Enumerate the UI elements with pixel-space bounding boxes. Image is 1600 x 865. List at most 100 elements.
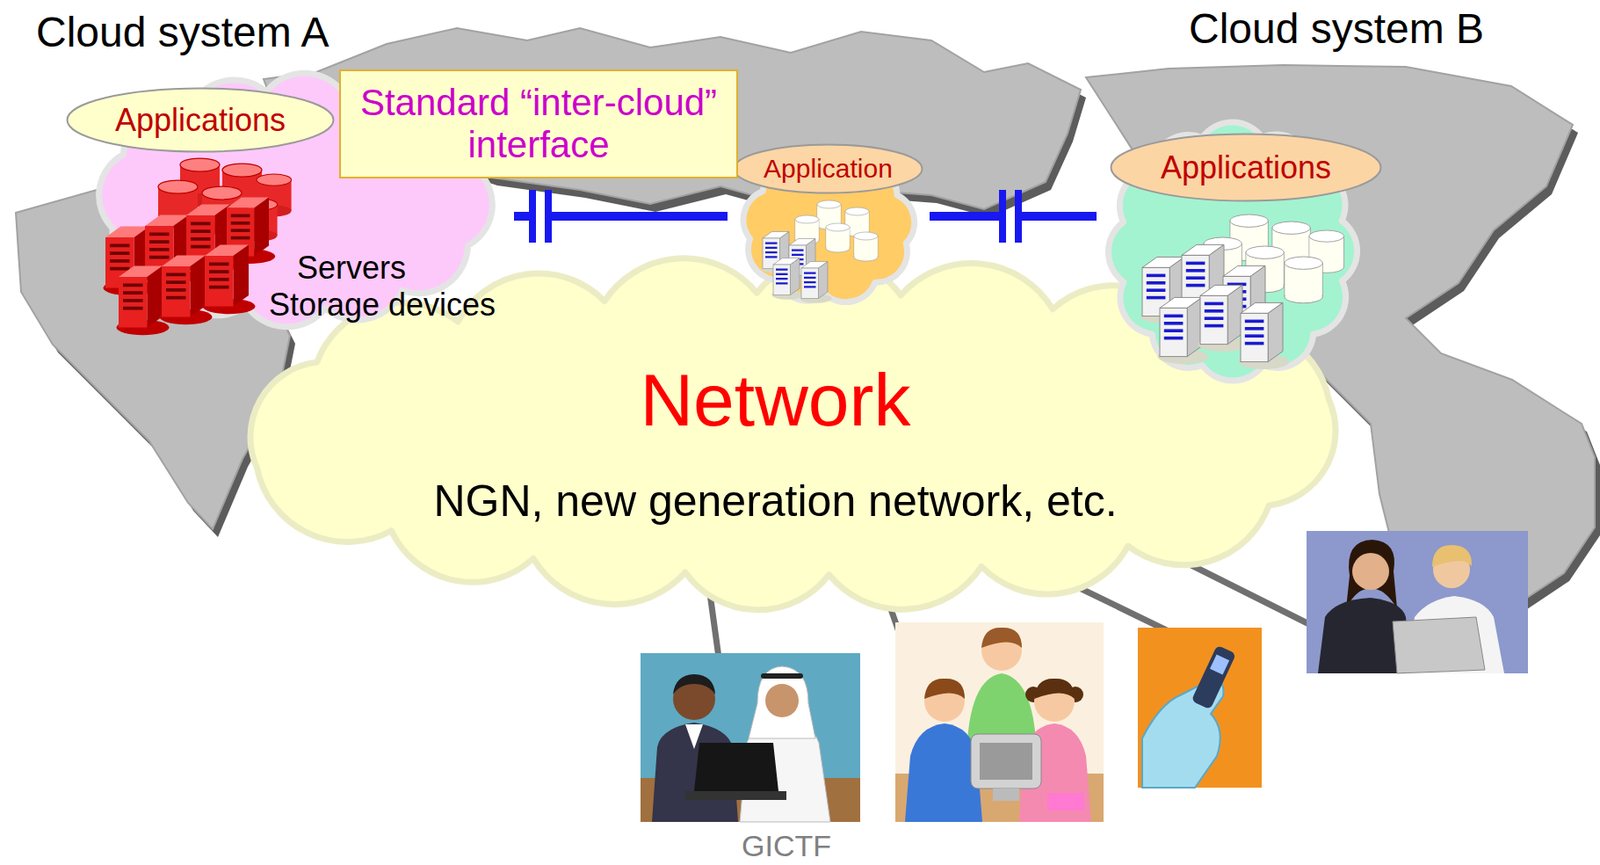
connector-group bbox=[929, 189, 1097, 243]
couple-photo-part bbox=[1352, 552, 1390, 590]
application-label: Applications bbox=[1160, 149, 1332, 186]
children-photo-part bbox=[1034, 678, 1075, 699]
business-photo-part bbox=[765, 683, 799, 717]
application-ellipse: Applications bbox=[1109, 132, 1383, 203]
component-label: Storage devices bbox=[268, 286, 496, 323]
text-holder: Application bbox=[732, 143, 924, 195]
text-holder: Cloud system B bbox=[1188, 1, 1576, 57]
label-ellipse bbox=[734, 144, 923, 194]
storage-servers-a-part bbox=[256, 173, 292, 217]
children-photo-part bbox=[1047, 792, 1085, 811]
source-label: GICTF bbox=[741, 828, 832, 863]
cloud-title: Cloud system A bbox=[36, 7, 329, 57]
business-photo-part bbox=[640, 652, 861, 822]
cloud-shape bbox=[743, 152, 915, 303]
business-photo-part bbox=[685, 790, 787, 800]
application-label: Applications bbox=[115, 101, 286, 138]
storage-servers-a-part bbox=[180, 158, 220, 207]
ellipse-shape bbox=[67, 88, 334, 153]
storage-servers-mid-part bbox=[854, 231, 878, 261]
interface-gap bbox=[1006, 209, 1015, 223]
storage-servers-a-part bbox=[116, 266, 170, 336]
text-holder: Storage devices bbox=[263, 284, 501, 325]
mobile-photo-part bbox=[1191, 644, 1237, 710]
storage-servers-mid-part bbox=[761, 231, 794, 274]
interface-bar bbox=[528, 189, 536, 243]
interface-callout: Standard “inter-cloud” interface bbox=[339, 69, 739, 179]
interface-bar bbox=[544, 189, 552, 243]
component-label: Servers bbox=[296, 249, 406, 286]
storage-servers-a-part bbox=[143, 215, 196, 285]
text-holder: Network bbox=[202, 355, 1349, 444]
storage-servers-b-part bbox=[1198, 284, 1250, 352]
storage-servers-mid-part bbox=[817, 200, 841, 230]
business-photo-part bbox=[748, 666, 816, 739]
storage-servers-mid-part bbox=[845, 207, 869, 237]
ellipse-shape bbox=[1111, 134, 1382, 202]
network-subtitle: NGN, new generation network, etc. bbox=[433, 476, 1117, 528]
storage-servers-a bbox=[103, 158, 292, 335]
children-photo-part bbox=[979, 742, 1033, 780]
interface-bar bbox=[1014, 189, 1022, 243]
storage-servers-mid bbox=[761, 200, 879, 304]
children-photo-part bbox=[895, 622, 1104, 822]
storage-servers-b-part bbox=[1245, 246, 1284, 293]
storage-servers-b bbox=[1140, 214, 1345, 370]
text-holder: NGN, new generation network, etc. bbox=[202, 474, 1349, 529]
callout-text: Standard “inter-cloud” interface bbox=[347, 81, 730, 167]
box-shape bbox=[340, 70, 738, 178]
couple-photo bbox=[1306, 530, 1528, 674]
storage-servers-a-part bbox=[159, 255, 213, 326]
couple-photo-part bbox=[1392, 616, 1485, 674]
storage-servers-a-part bbox=[158, 180, 198, 229]
storage-servers-mid-part bbox=[825, 223, 850, 253]
storage-servers-b-part bbox=[1309, 230, 1345, 273]
interface-bar bbox=[999, 189, 1007, 243]
storage-servers-a-part bbox=[202, 186, 242, 235]
text-holder: Applications bbox=[1109, 132, 1383, 203]
text-holder: Applications bbox=[65, 86, 335, 153]
children-photo-part bbox=[981, 627, 1022, 648]
storage-servers-mid-part bbox=[795, 215, 819, 245]
storage-servers-mid-part bbox=[800, 261, 833, 304]
cloud-title: Cloud system B bbox=[1188, 4, 1485, 53]
text-holder: Standard “inter-cloud” interface bbox=[339, 69, 739, 179]
children-photo-part bbox=[992, 788, 1020, 801]
business-photo bbox=[640, 652, 861, 822]
storage-servers-a-part bbox=[222, 163, 262, 212]
children-photo-part bbox=[970, 733, 1042, 789]
storage-servers-b-part bbox=[1238, 302, 1290, 370]
storage-servers-a-part bbox=[103, 226, 157, 297]
storage-servers-b-part bbox=[1140, 256, 1192, 324]
business-photo-part bbox=[673, 673, 716, 695]
storage-servers-mid-part bbox=[788, 238, 820, 281]
connector-group bbox=[514, 189, 728, 243]
storage-servers-a-part bbox=[224, 196, 276, 264]
couple-photo-part bbox=[1306, 530, 1528, 674]
text-holder: Cloud system A bbox=[36, 5, 414, 60]
storage-servers-b-part bbox=[1221, 265, 1273, 333]
storage-servers-b-part bbox=[1180, 244, 1231, 312]
text-holder: GICTF bbox=[720, 829, 853, 863]
mobile-photo-part bbox=[1137, 627, 1262, 788]
storage-servers-b-part bbox=[1203, 237, 1242, 284]
storage-servers-a-part bbox=[242, 198, 278, 241]
mobile-photo-part-part bbox=[1191, 644, 1237, 710]
application-label: Application bbox=[763, 153, 893, 185]
mobile-photo bbox=[1137, 627, 1262, 788]
storage-servers-a-part bbox=[184, 204, 238, 275]
storage-servers-mid-part bbox=[772, 258, 804, 300]
couple-photo-part bbox=[1432, 544, 1472, 567]
interface-gap bbox=[535, 209, 545, 223]
business-photo-part bbox=[760, 673, 804, 679]
children-photo bbox=[895, 622, 1104, 822]
network-title: Network bbox=[639, 357, 911, 443]
business-photo-part bbox=[694, 742, 779, 791]
storage-servers-b-part bbox=[1230, 214, 1268, 261]
cloud-region: Cloud system BApplications bbox=[1096, 109, 1369, 393]
storage-servers-b-part bbox=[1158, 296, 1210, 364]
storage-servers-b-part bbox=[1284, 256, 1323, 304]
text-holder: Servers bbox=[289, 247, 413, 288]
